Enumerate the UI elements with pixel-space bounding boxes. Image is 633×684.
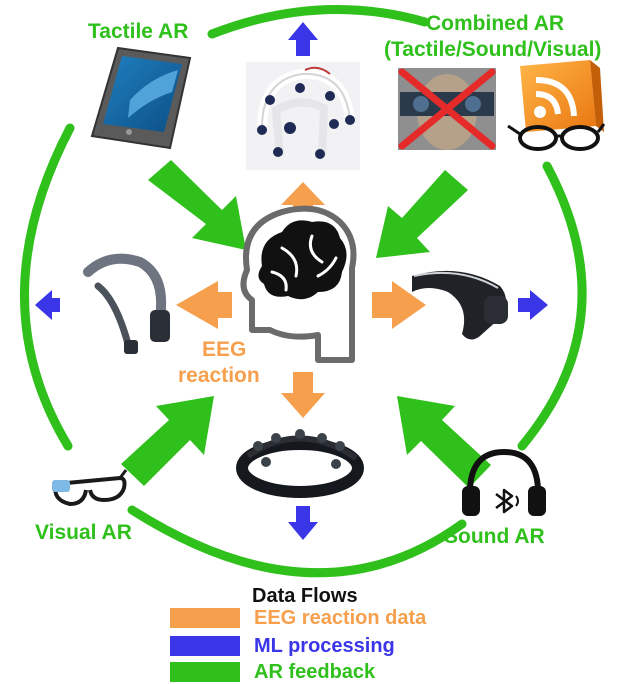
ring-arc-top: [207, 5, 430, 39]
tablet-icon: [90, 46, 192, 150]
legend-swatch-ar: [170, 662, 240, 682]
eeg-headset-bottom-icon: [236, 429, 364, 498]
legend-label-ml: ML processing: [254, 634, 395, 657]
ring-arc-right: [517, 161, 587, 451]
ml-arrow-left: [35, 290, 60, 320]
legend-item-ar: AR feedback: [170, 660, 375, 684]
eeg-arrow-down: [281, 372, 325, 418]
eeg-headset-left-icon: [83, 253, 170, 354]
ml-arrow-down: [288, 506, 318, 540]
ar-arrow-bottom-right: [397, 396, 491, 488]
visual-ar-label: Visual AR: [35, 521, 132, 544]
combined-ar-sublabel: (Tactile/Sound/Visual): [384, 38, 602, 61]
ml-arrows: [35, 22, 548, 540]
ring-arc-bottom: [127, 505, 467, 578]
eeg-headband-right-icon: [412, 270, 508, 340]
sound-ar-label: Sound AR: [444, 525, 545, 548]
brain-head-icon: [240, 205, 357, 363]
legend-item-eeg: EEG reaction data: [170, 606, 426, 630]
legend-item-ml: ML processing: [170, 634, 395, 658]
eeg-reaction-label: EEG: [202, 338, 247, 361]
legend-swatch-eeg: [170, 608, 240, 628]
eeg-arrow-right: [372, 281, 426, 329]
eeg-arrow-up: [281, 182, 325, 222]
ar-arrow-top-left: [148, 160, 246, 250]
bluetooth-headphones-icon: [462, 448, 546, 516]
eeg-arrow-left: [176, 281, 232, 329]
eeg-reaction-sublabel: reaction: [178, 364, 260, 387]
legend-label-ar: AR feedback: [254, 660, 376, 683]
ring-arc-left: [20, 123, 75, 451]
ar-feedback-arrows: [121, 160, 491, 488]
combined-ar-label: Combined AR: [426, 12, 565, 35]
legend-label-eeg: EEG reaction data: [254, 606, 427, 629]
crossed-face-vr-icon: [398, 68, 496, 150]
legend-title: Data Flows: [252, 585, 358, 607]
ml-arrow-right: [518, 290, 548, 320]
ar-arrow-top-right: [376, 170, 468, 258]
eeg-cap-top-icon: [246, 62, 360, 170]
rss-feed-with-glasses-icon: [507, 60, 606, 151]
legend-swatch-ml: [170, 636, 240, 656]
ar-arrow-bottom-left: [121, 396, 214, 486]
ml-arrow-up: [288, 22, 318, 56]
tactile-ar-label: Tactile AR: [88, 20, 189, 43]
smart-glasses-icon: [52, 469, 128, 507]
ar-feedback-ring: [20, 5, 587, 578]
eeg-arrows: [176, 182, 426, 418]
